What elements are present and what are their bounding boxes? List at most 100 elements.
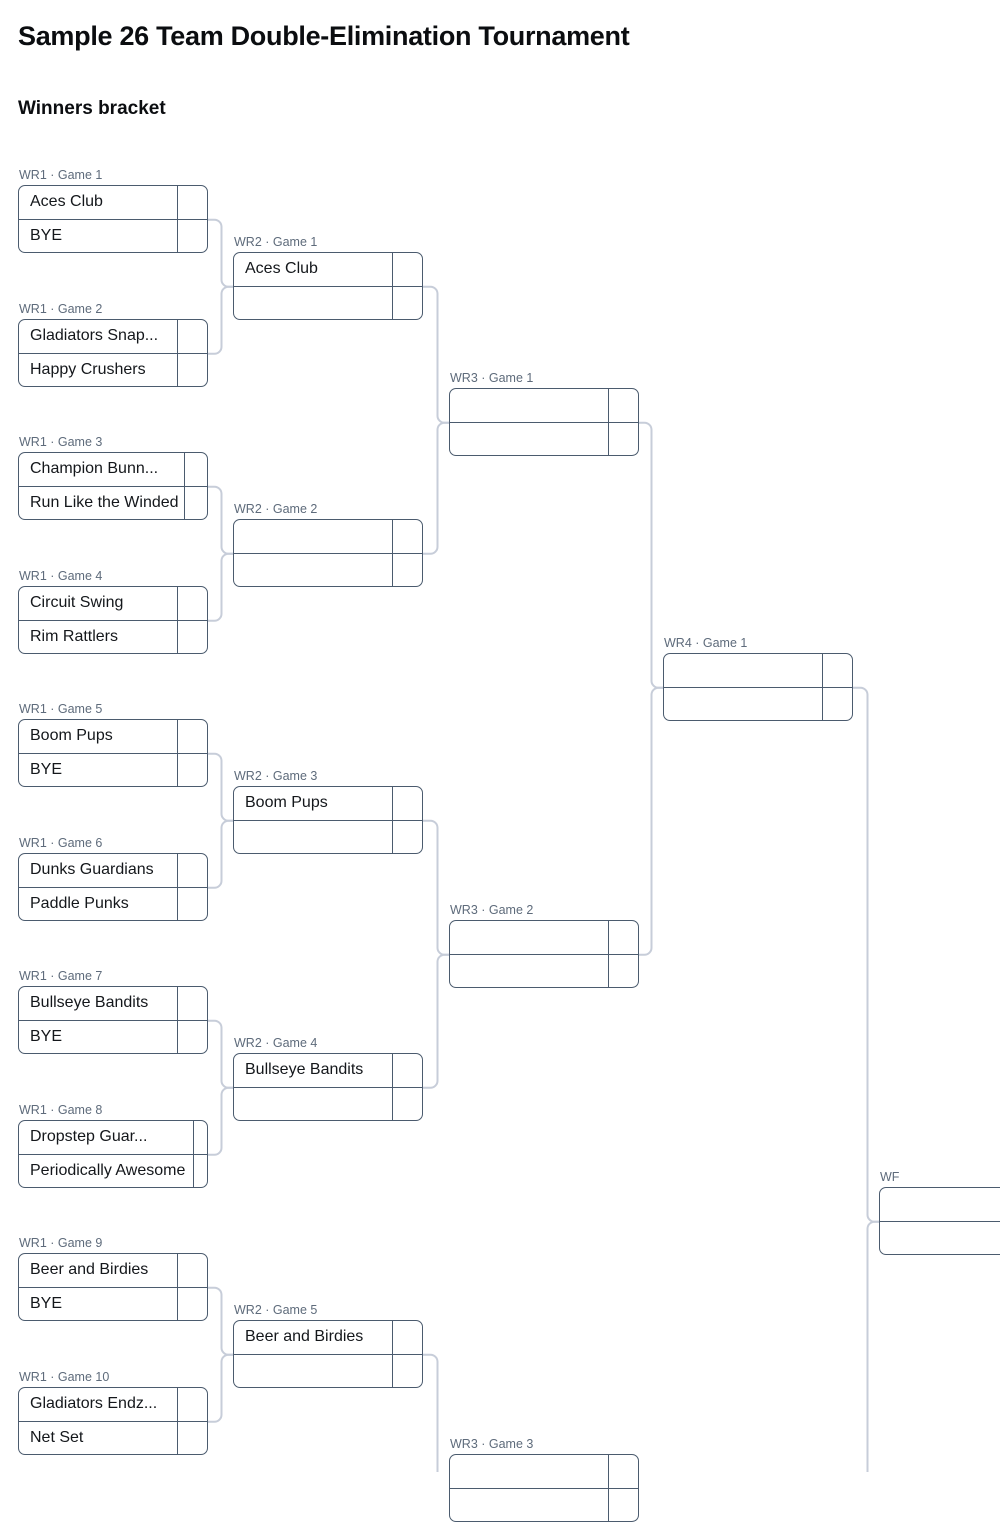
team-row[interactable]: Paddle Punks [19, 886, 207, 920]
team-row[interactable]: Periodically Awesome [19, 1153, 207, 1187]
team-row[interactable]: Gladiators Endz... [19, 1388, 207, 1421]
team-row[interactable]: Champion Bunn... [19, 453, 207, 486]
match-box[interactable]: Aces Club [233, 252, 423, 320]
team-row[interactable]: Net Set [19, 1420, 207, 1454]
connector-wr2g1-to-wr3g1 [423, 285, 449, 424]
team-row[interactable] [450, 953, 638, 987]
team-score-cell [184, 453, 207, 486]
match-box[interactable] [879, 1187, 1000, 1255]
team-name: Run Like the Winded [30, 493, 179, 511]
team-row[interactable]: Bullseye Bandits [234, 1054, 422, 1087]
team-row[interactable]: Gladiators Snap... [19, 320, 207, 353]
team-row[interactable]: Dropstep Guar... [19, 1121, 207, 1154]
team-row[interactable]: Happy Crushers [19, 352, 207, 386]
team-name: Happy Crushers [30, 360, 146, 378]
team-row[interactable] [234, 520, 422, 553]
team-name: BYE [30, 760, 63, 778]
connector-wr4g1-to-wf [853, 686, 879, 1223]
match-box[interactable]: Gladiators Snap... Happy Crushers [18, 319, 208, 387]
match-box[interactable] [663, 653, 853, 721]
team-name: Gladiators Snap... [30, 327, 159, 345]
team-row[interactable] [664, 654, 852, 687]
team-name: Circuit Swing [30, 594, 124, 612]
match-box[interactable] [449, 388, 639, 456]
team-row[interactable] [234, 1353, 422, 1387]
connector-wr2g2-to-wr3g1 [423, 421, 449, 555]
team-row[interactable] [234, 819, 422, 853]
team-row[interactable] [450, 1455, 638, 1488]
team-score-cell [392, 520, 422, 553]
match-label: WR1 · Game 4 [19, 569, 103, 583]
team-row[interactable] [450, 389, 638, 422]
team-score-cell [193, 1154, 207, 1187]
team-row[interactable]: BYE [19, 1019, 207, 1053]
connector-wr2g5-to-wr3g3 [423, 1353, 439, 1472]
team-row[interactable]: Aces Club [234, 253, 422, 286]
connector-wr1g3-to-wr2g2 [208, 485, 233, 555]
team-row[interactable]: BYE [19, 752, 207, 786]
team-score-cell [392, 787, 422, 820]
team-score-cell [392, 1321, 422, 1354]
team-row[interactable]: Boom Pups [234, 787, 422, 820]
team-row[interactable] [234, 1086, 422, 1120]
team-name: Beer and Birdies [245, 1328, 364, 1346]
team-score-cell [392, 1087, 422, 1120]
team-row[interactable] [450, 421, 638, 455]
match-box[interactable]: Champion Bunn... Run Like the Winded [18, 452, 208, 520]
team-row[interactable]: BYE [19, 218, 207, 252]
team-row[interactable]: Dunks Guardians [19, 854, 207, 887]
connector-wr1g7-to-wr2g4 [208, 1019, 233, 1089]
match-box[interactable] [449, 1454, 639, 1522]
match-box[interactable]: Beer and Birdies [233, 1320, 423, 1388]
team-score-cell [177, 219, 207, 252]
team-row[interactable] [450, 921, 638, 954]
team-row[interactable]: Boom Pups [19, 720, 207, 753]
match-label: WR3 · Game 3 [450, 1437, 534, 1451]
match-wr1g8: WR1 · Game 8 Dropstep Guar...Periodically… [18, 1103, 208, 1188]
match-box[interactable]: Dropstep Guar...Periodically Awesome [18, 1120, 208, 1188]
team-score-cell [608, 389, 638, 422]
match-box[interactable] [233, 519, 423, 587]
team-row[interactable] [234, 552, 422, 586]
team-score-cell [177, 353, 207, 386]
team-name: Aces Club [30, 193, 103, 211]
match-label: WR1 · Game 2 [19, 302, 103, 316]
team-score-cell [177, 753, 207, 786]
team-row[interactable] [664, 686, 852, 720]
team-name: Beer and Birdies [30, 1261, 149, 1279]
match-label: WR1 · Game 1 [19, 168, 103, 182]
match-box[interactable]: Gladiators Endz...Net Set [18, 1387, 208, 1455]
team-row[interactable]: Beer and Birdies [234, 1321, 422, 1354]
match-label: WR1 · Game 8 [19, 1103, 103, 1117]
team-row[interactable]: Run Like the Winded [19, 485, 207, 519]
match-label: WF [880, 1170, 900, 1184]
connector-wr1g10-to-wr2g5 [208, 1353, 233, 1423]
team-row[interactable]: Aces Club [19, 186, 207, 219]
team-score-cell [822, 654, 852, 687]
team-row[interactable] [234, 285, 422, 319]
match-wr1g3: WR1 · Game 3 Champion Bunn... Run Like the… [18, 435, 208, 520]
match-wr3g2: WR3 · Game 2 [449, 903, 639, 988]
team-row[interactable]: BYE [19, 1286, 207, 1320]
match-box[interactable] [449, 920, 639, 988]
team-row[interactable]: Beer and Birdies [19, 1254, 207, 1287]
team-row[interactable]: Circuit Swing [19, 587, 207, 620]
team-row[interactable] [880, 1188, 1000, 1221]
match-label: WR1 · Game 3 [19, 435, 103, 449]
team-row[interactable]: Bullseye Bandits [19, 987, 207, 1020]
team-row[interactable]: Rim Rattlers [19, 619, 207, 653]
team-row[interactable] [450, 1487, 638, 1521]
team-score-cell [193, 1121, 207, 1154]
match-box[interactable]: Bullseye Bandits [233, 1053, 423, 1121]
connector-wr4g2-to-wf [866, 1220, 879, 1472]
team-score-cell [392, 286, 422, 319]
match-box[interactable]: Boom Pups [233, 786, 423, 854]
team-row[interactable] [880, 1220, 1000, 1255]
